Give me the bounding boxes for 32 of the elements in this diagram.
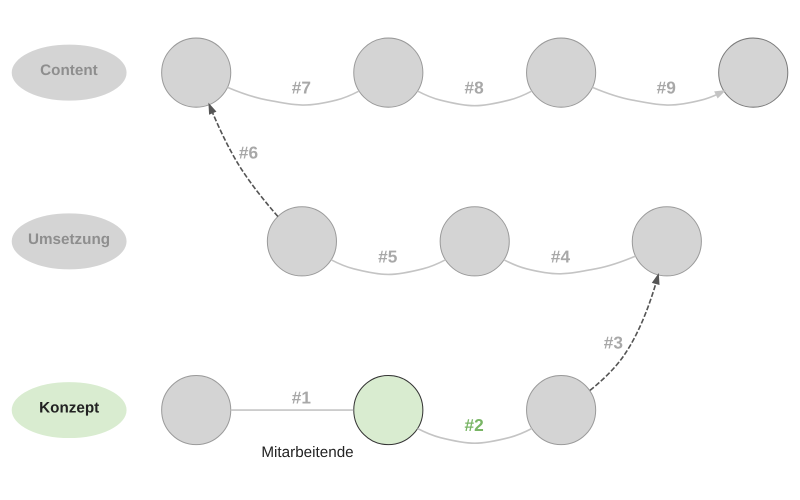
node-circle [632, 206, 702, 276]
connector [417, 428, 532, 444]
node-label: Mitarbeitende [261, 444, 354, 461]
node-ellipse: Content [12, 44, 127, 101]
arrow [592, 86, 726, 106]
node-circle [353, 38, 424, 108]
edge-label: #6 [238, 142, 258, 163]
edge-label: #7 [292, 78, 311, 98]
node-circle [526, 375, 596, 446]
node-ellipse: Konzept [12, 382, 127, 438]
node-circle [526, 38, 596, 108]
edge-label: #8 [464, 78, 484, 98]
connector [230, 409, 354, 411]
node-circle [440, 206, 510, 276]
edge-label: #2 [464, 415, 484, 436]
connector [417, 90, 532, 107]
node-ellipse: Umsetzung [12, 213, 127, 270]
edge-label: #4 [550, 246, 570, 266]
node-circle [161, 38, 232, 108]
edge-label: #1 [292, 388, 311, 408]
edge-label: #9 [656, 78, 676, 98]
node-circle [718, 38, 788, 108]
arrow [208, 102, 279, 218]
edge-label: #3 [604, 332, 624, 353]
node-circle [353, 375, 424, 446]
arrow [589, 272, 660, 392]
connector [504, 255, 636, 275]
connector [330, 259, 446, 276]
node-circle [266, 206, 337, 276]
connector [227, 86, 360, 106]
node-circle [161, 375, 232, 446]
edge-label: #5 [378, 246, 398, 266]
